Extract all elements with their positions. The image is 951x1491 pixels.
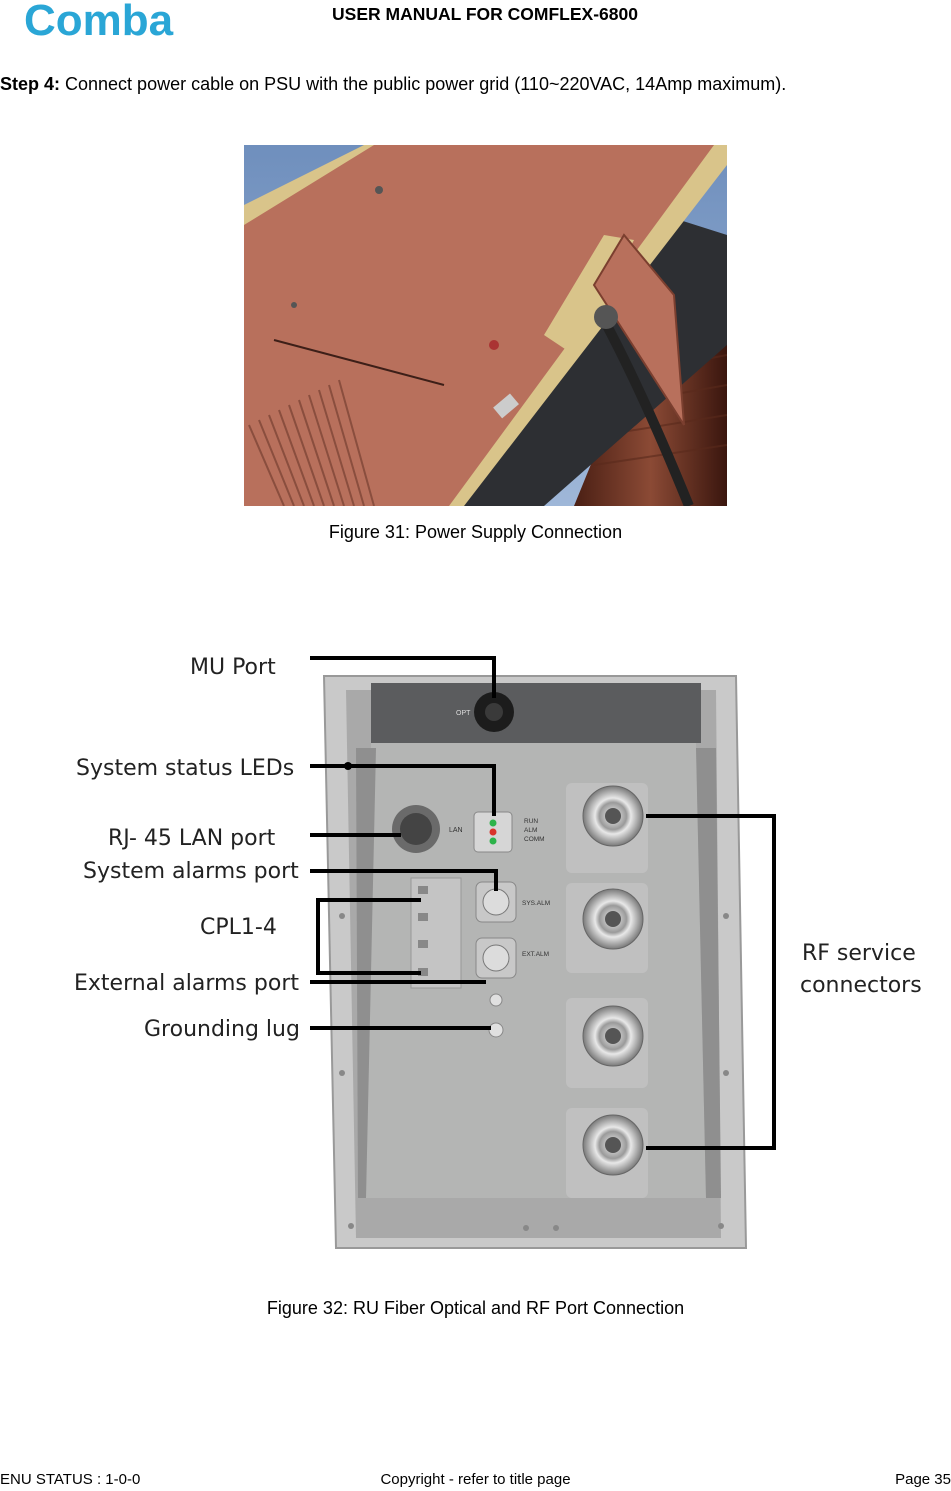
callout-rf-line1: RF service [802,941,916,966]
callout-rj45: RJ- 45 LAN port [108,826,276,851]
svg-text:SYS.ALM: SYS.ALM [522,900,550,907]
system-alarms-connector [475,881,517,923]
power-supply-photo [244,145,727,506]
svg-text:EXT.ALM: EXT.ALM [522,951,549,958]
figure-31-caption: Figure 31: Power Supply Connection [328,522,623,542]
callout-status-leds: System status LEDs [76,756,294,781]
callout-external-alarms: External alarms port [74,971,299,996]
callout-alarms-port: System alarms port [83,859,299,884]
grounding-lug [488,993,504,1038]
svg-text:OPT: OPT [456,710,471,717]
comba-logo: Comba [24,0,174,42]
callout-rf-line2: connectors [800,973,922,998]
footer-page-number: Page 35 [895,1471,951,1488]
svg-text:RUN: RUN [524,818,538,825]
document-title: USER MANUAL FOR COMFLEX-6800 [332,4,638,24]
svg-text:Comba: Comba [24,0,174,42]
external-alarms-connector [475,937,517,979]
svg-text:LAN: LAN [449,827,463,834]
status-leds [473,811,513,853]
callout-cpl: CPL1-4 [200,915,277,940]
rj45-port-connector [392,805,440,853]
svg-text:COMM: COMM [524,836,545,843]
ru-port-diagram: OPT LAN RUN ALM COMM SYS.ALM EXT.ALM [74,655,922,1249]
step-label: Step 4: [0,74,61,94]
rf-connectors [566,783,648,1198]
callout-mu-port: MU Port [190,655,276,680]
step-text: Connect power cable on PSU with the publ… [60,74,787,94]
footer-status: ENU STATUS : 1-0-0 [0,1471,141,1488]
svg-text:ALM: ALM [524,827,537,834]
mu-port-connector [474,692,514,732]
step-instruction: Step 4: Connect power cable on PSU with … [0,74,786,95]
footer-copyright: Copyright - refer to title page [380,1471,571,1488]
figure-32-caption: Figure 32: RU Fiber Optical and RF Port … [266,1298,685,1318]
callout-grounding: Grounding lug [144,1017,300,1042]
